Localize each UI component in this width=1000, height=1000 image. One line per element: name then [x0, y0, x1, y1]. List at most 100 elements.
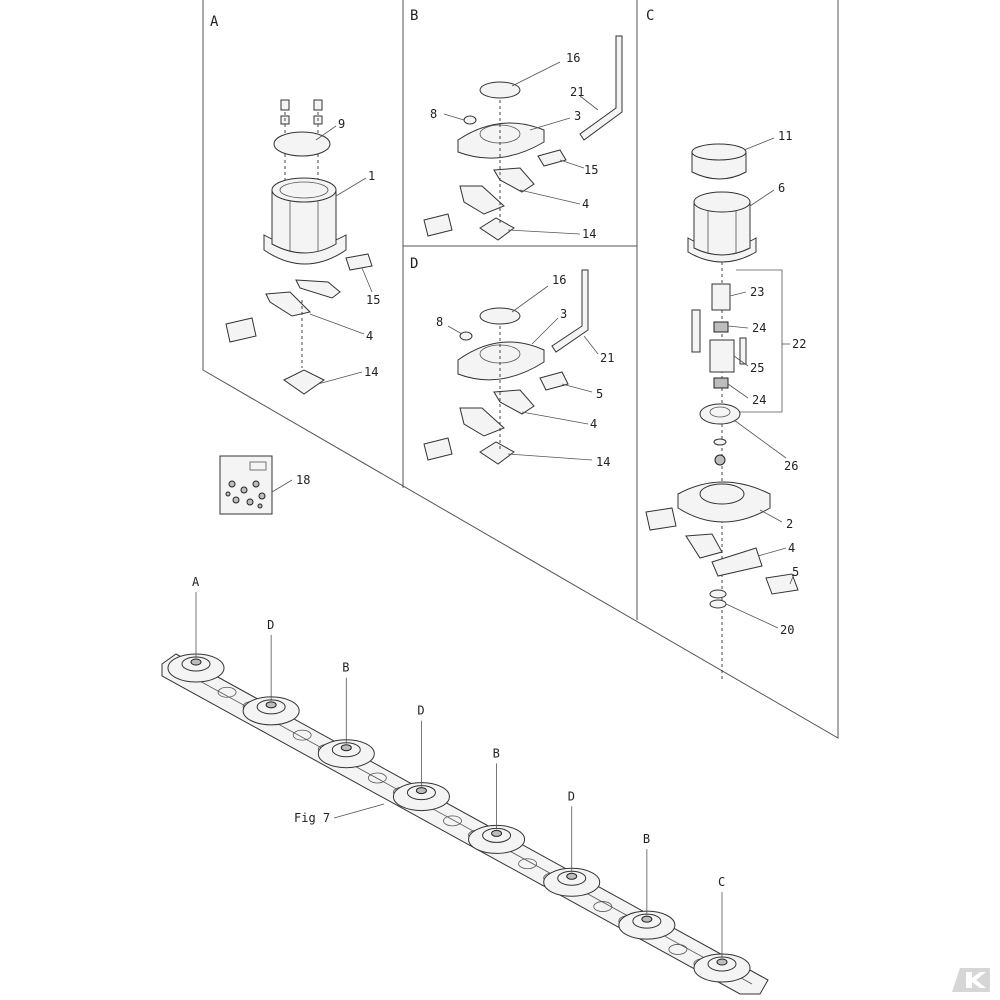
callout-d-5: 5 — [596, 387, 603, 401]
bar-hole — [443, 815, 462, 827]
panel-label-d: D — [410, 256, 418, 272]
bar-disc-nut — [716, 958, 728, 966]
panel-frames — [202, 0, 839, 739]
cap-16 — [479, 81, 521, 99]
figure-label: Fig 7 — [294, 811, 330, 825]
panel-b-parts — [423, 35, 623, 241]
knife-4 — [459, 185, 505, 215]
nut-8 — [459, 331, 473, 341]
callout-b-14: 14 — [582, 227, 596, 241]
cap-16 — [479, 307, 521, 325]
callout-a-9: 9 — [338, 117, 345, 131]
bar-disc-nut — [566, 872, 578, 880]
yoke-25 — [709, 339, 735, 373]
callout-c-24a: 24 — [752, 321, 766, 335]
panel-label-a: A — [210, 14, 219, 30]
panel-d-parts — [423, 269, 589, 465]
nut-8 — [463, 115, 477, 125]
callout-b-15: 15 — [584, 163, 598, 177]
bar-disc-nut — [415, 787, 427, 795]
callout-kit-18: 18 — [296, 473, 310, 487]
bar-disc-label: C — [718, 875, 725, 889]
callout-d-21: 21 — [600, 351, 614, 365]
bearing-24 — [713, 321, 729, 333]
bar-disc-label: B — [342, 661, 349, 675]
callout-a-15: 15 — [366, 293, 380, 307]
blade-holder — [493, 389, 535, 415]
bar-callouts: A D B D B D B C — [192, 575, 725, 958]
callout-d-14: 14 — [596, 455, 610, 469]
bar-disc-label: D — [417, 704, 424, 718]
callout-c-24b: 24 — [752, 393, 766, 407]
ring-11 — [691, 143, 747, 180]
callout-d-3: 3 — [560, 307, 567, 321]
callout-b-4: 4 — [582, 197, 589, 211]
callout-c-23: 23 — [750, 285, 764, 299]
brand-logo-icon — [952, 968, 990, 992]
blade-part — [225, 317, 257, 343]
plate-14 — [283, 369, 325, 395]
callout-d-8: 8 — [436, 315, 443, 329]
bar-hole — [292, 729, 312, 741]
panel-c-leaders — [725, 137, 795, 629]
bar-disc-label: B — [493, 746, 500, 760]
panel-label-b: B — [410, 8, 418, 24]
plate-14 — [479, 441, 515, 465]
callout-c-20: 20 — [780, 623, 794, 637]
blade-part — [423, 437, 453, 461]
callout-c-11: 11 — [778, 129, 792, 143]
disc-26 — [699, 403, 741, 425]
nut-part — [714, 454, 726, 466]
bar-disc-nut — [641, 915, 653, 923]
bar-disc-label: D — [267, 618, 274, 632]
callout-c-22: 22 — [792, 337, 806, 351]
panel-d-leaders — [447, 285, 599, 461]
blade-holder — [295, 279, 341, 299]
panel-c-parts — [645, 143, 799, 680]
bar-hole — [518, 858, 538, 870]
callout-c-2: 2 — [786, 517, 793, 531]
blade-15 — [537, 149, 567, 167]
callout-b-21: 21 — [570, 85, 584, 99]
panel-a-parts — [225, 99, 373, 395]
bolt-icon — [280, 99, 323, 125]
blade-part — [645, 507, 677, 531]
blade-holder — [493, 167, 535, 193]
callout-c-25: 25 — [750, 361, 764, 375]
washer-part — [713, 438, 727, 446]
callout-d-16: 16 — [552, 273, 566, 287]
callout-d-4: 4 — [590, 417, 597, 431]
callout-a-1: 1 — [368, 169, 375, 183]
panel-b-leaders — [443, 61, 599, 235]
knife-4 — [459, 407, 505, 437]
blade-5 — [765, 573, 799, 595]
callout-b-16: 16 — [566, 51, 580, 65]
shaft-23 — [711, 283, 731, 311]
bearing-24 — [713, 377, 729, 389]
panel-label-c: C — [646, 8, 654, 24]
housing-part — [263, 177, 347, 265]
blade-15 — [345, 253, 373, 271]
bar-hole — [367, 772, 387, 784]
callout-c-5: 5 — [792, 565, 799, 579]
knife-part — [685, 533, 723, 559]
ring-20 — [709, 589, 727, 599]
bar-disc-label: A — [192, 575, 200, 589]
clip-part — [691, 309, 701, 353]
rod-21 — [579, 35, 623, 141]
housing-6 — [687, 191, 757, 263]
bar-disc-label: B — [643, 832, 650, 846]
base-2 — [677, 481, 771, 523]
callout-c-4: 4 — [788, 541, 795, 555]
panel-a-leaders — [309, 125, 373, 385]
callout-a-4: 4 — [366, 329, 373, 343]
bar-disc-label: D — [568, 789, 575, 803]
bar-discs — [167, 653, 751, 983]
disc-3 — [457, 122, 545, 159]
callout-b-8: 8 — [430, 107, 437, 121]
bar-disc-nut — [190, 658, 202, 666]
callout-c-26: 26 — [784, 459, 798, 473]
bar-disc-nut — [265, 701, 277, 709]
disc-3 — [457, 341, 545, 381]
